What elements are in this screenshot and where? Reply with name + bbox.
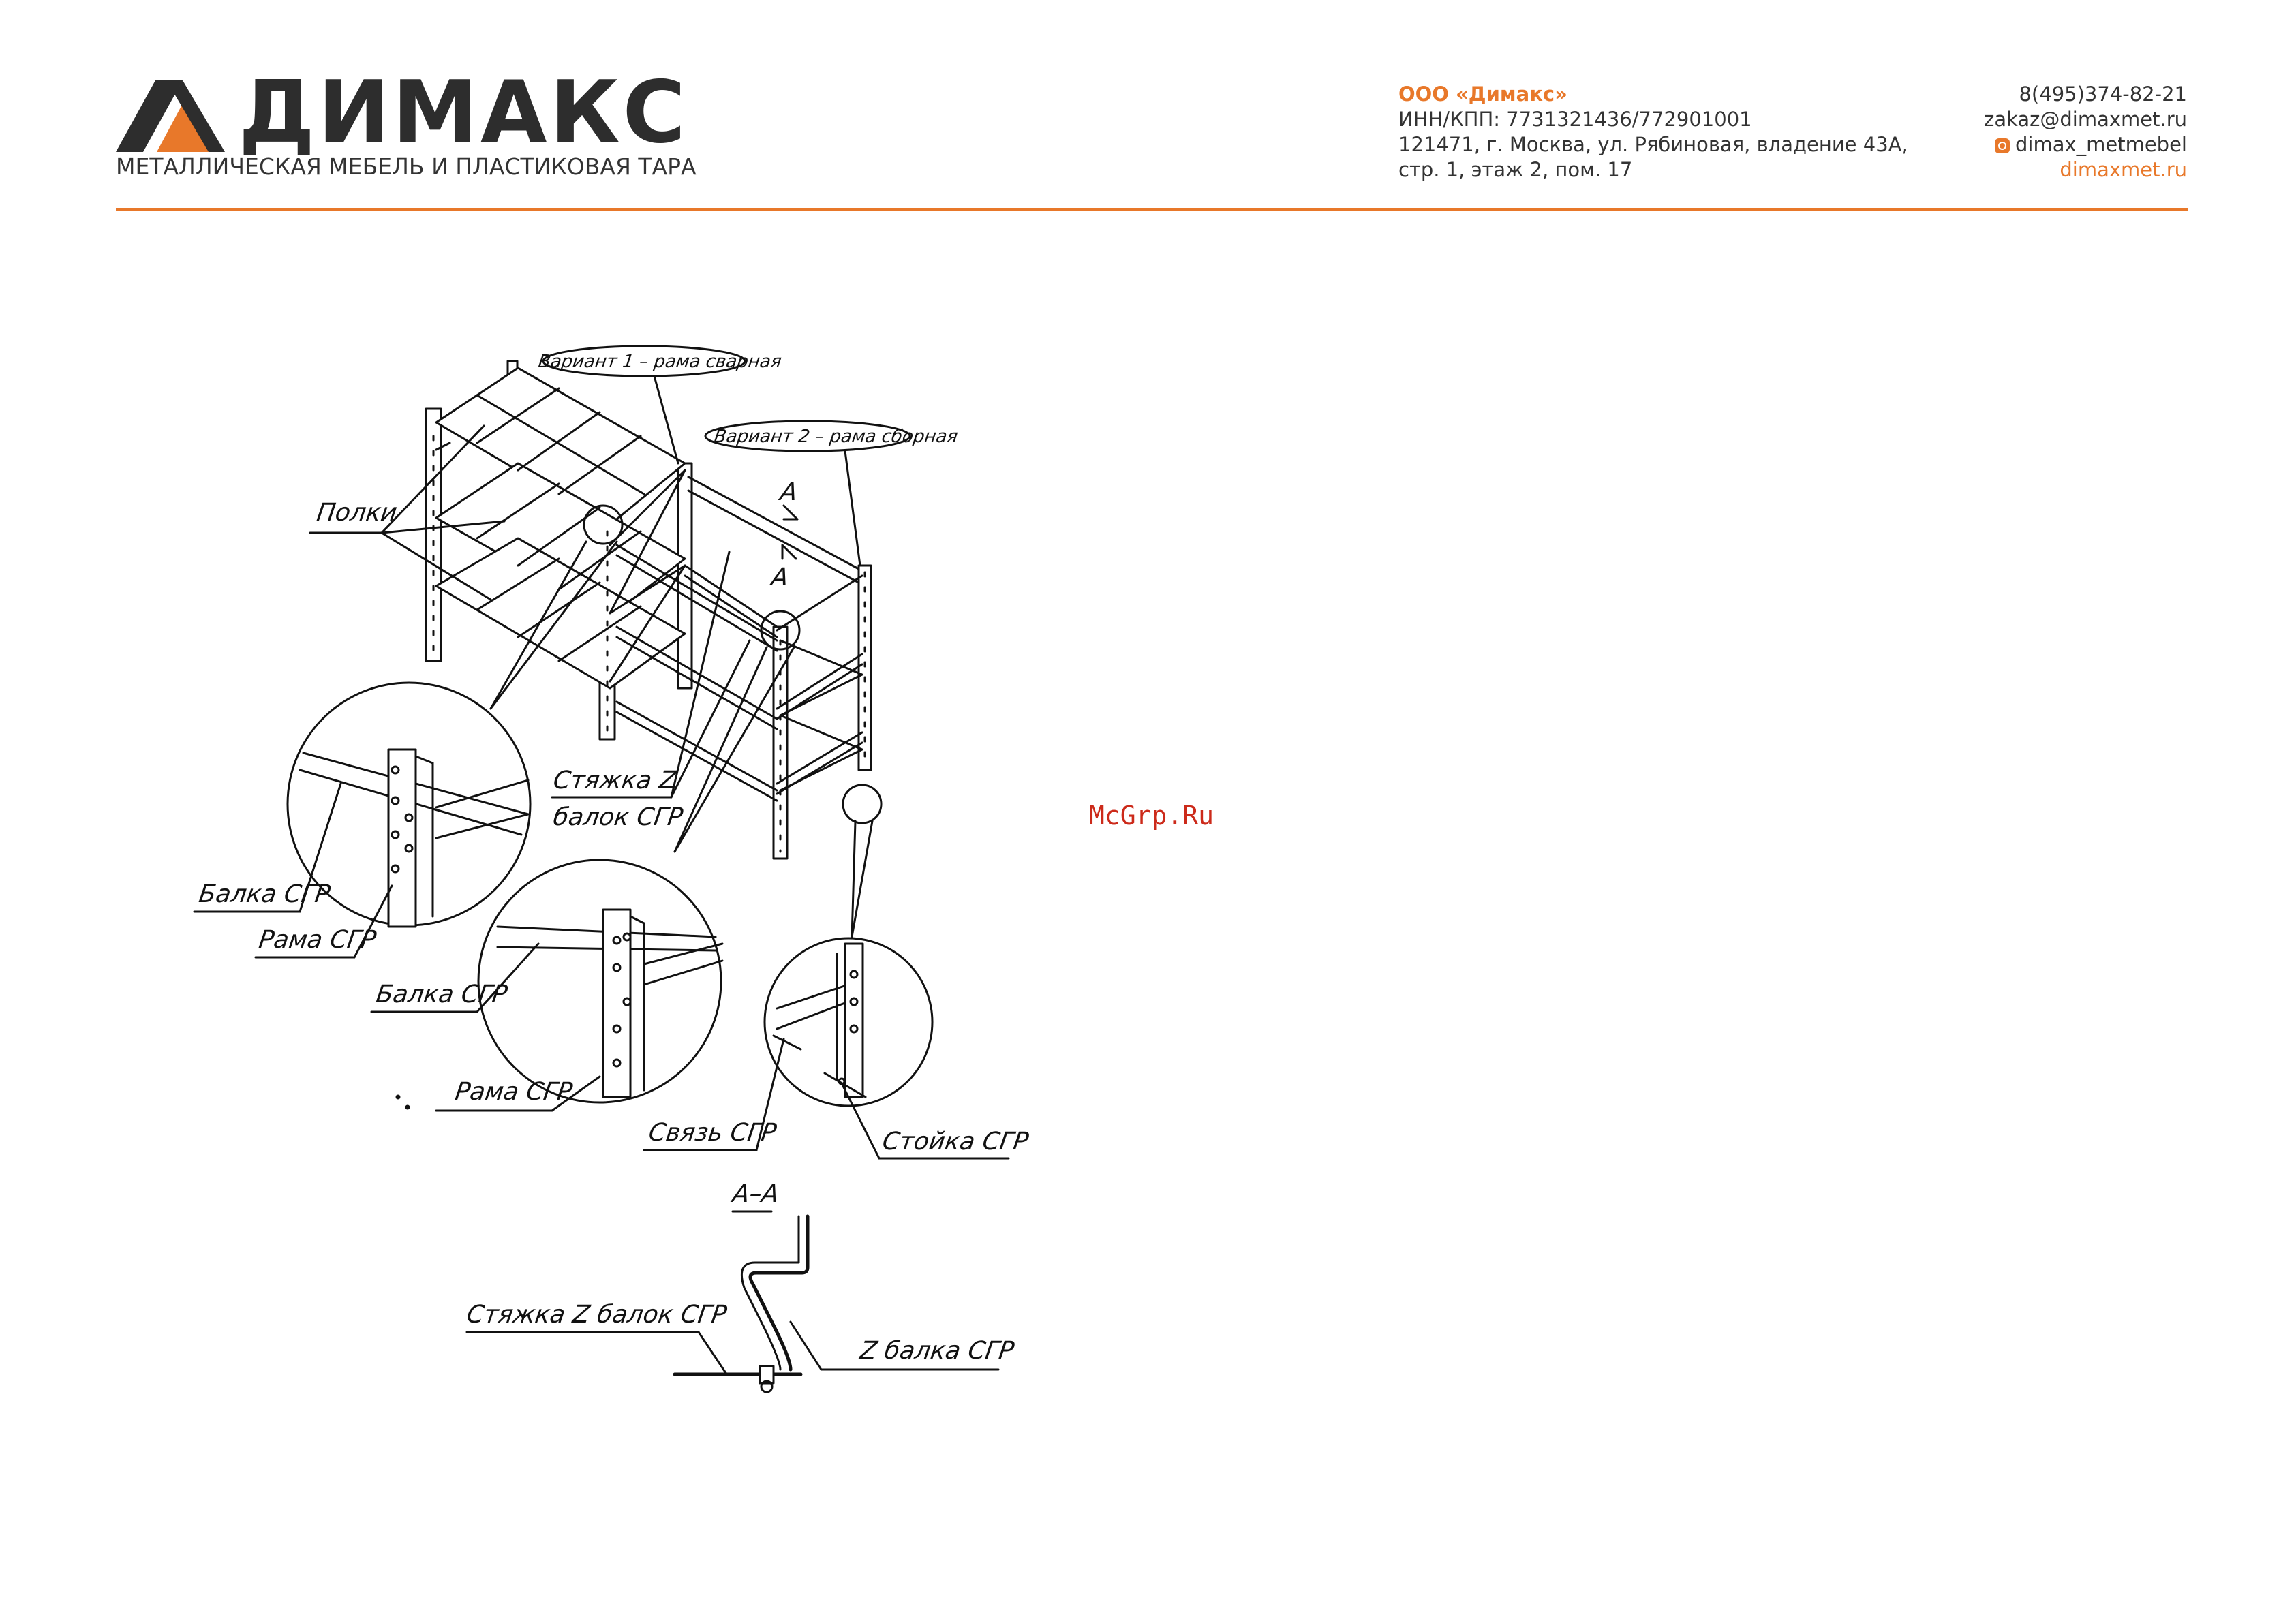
label-section-title: А–А [731, 1180, 781, 1208]
label-variant2: Вариант 2 – рама сборная [712, 427, 960, 447]
company-inn: ИНН/КПП: 7731321436/772901001 [1398, 108, 1752, 131]
company-address-line1: 121471, г. Москва, ул. Рябиновая, владен… [1398, 133, 1908, 156]
label-section-tie: Стяжка Z балок СГР [465, 1301, 729, 1329]
company-address-line2: стр. 1, этаж 2, пом. 17 [1398, 158, 1633, 181]
section-a-a [465, 1210, 1000, 1393]
label-link: Связь СГР [647, 1119, 778, 1147]
instagram-handle: dimax_metmebel [2015, 133, 2187, 156]
label-shelves: Полки [315, 499, 399, 527]
label-beam-2: Балка СГР [374, 980, 509, 1008]
watermark: McGrp.Ru [1089, 801, 1214, 831]
label-section-beam: Z балка СГР [858, 1337, 1016, 1365]
contacts-block: 8(495)374-82-21 zakaz@dimaxmet.ru dimax_… [1984, 82, 2187, 183]
label-variant1: Вариант 1 – рама сварная [536, 352, 783, 372]
section-marker-a [781, 504, 799, 560]
contact-email[interactable]: zakaz@dimaxmet.ru [1984, 108, 2187, 131]
label-tie-line1: Стяжка Z [551, 767, 679, 794]
label-section-mark-bottom: А [769, 563, 791, 591]
company-name: ООО «Димакс» [1398, 82, 1567, 106]
brand-tagline: МЕТАЛЛИЧЕСКАЯ МЕБЕЛЬ И ПЛАСТИКОВАЯ ТАРА [116, 153, 697, 180]
detail-circle-2 [370, 859, 724, 1112]
label-frame-1: Рама СГР [257, 926, 378, 954]
detail-circle-3 [643, 937, 1010, 1160]
company-block: ООО «Димакс» ИНН/КПП: 7731321436/7729010… [1398, 82, 1908, 183]
label-tie-line2: балок СГР [551, 803, 685, 831]
contact-phone[interactable]: 8(495)374-82-21 [2019, 82, 2187, 106]
label-section-mark-top: А [778, 478, 799, 506]
header-divider [116, 208, 2188, 211]
label-beam-1: Балка СГР [197, 880, 332, 908]
brand-logo-text: ДИМАКС [239, 62, 689, 162]
contact-website[interactable]: dimaxmet.ru [2060, 158, 2187, 181]
variant2-balloon [704, 420, 911, 452]
logo-mark-icon [116, 80, 225, 152]
label-post: Стойка СГР [881, 1128, 1030, 1156]
label-frame-2: Рама СГР [453, 1078, 575, 1106]
instagram-icon [1994, 138, 2010, 153]
left-rack [425, 360, 693, 741]
variant1-balloon [542, 345, 746, 377]
detail-circle-1 [193, 681, 532, 959]
contact-instagram[interactable]: dimax_metmebel [1984, 132, 2187, 157]
right-rack [615, 476, 872, 860]
